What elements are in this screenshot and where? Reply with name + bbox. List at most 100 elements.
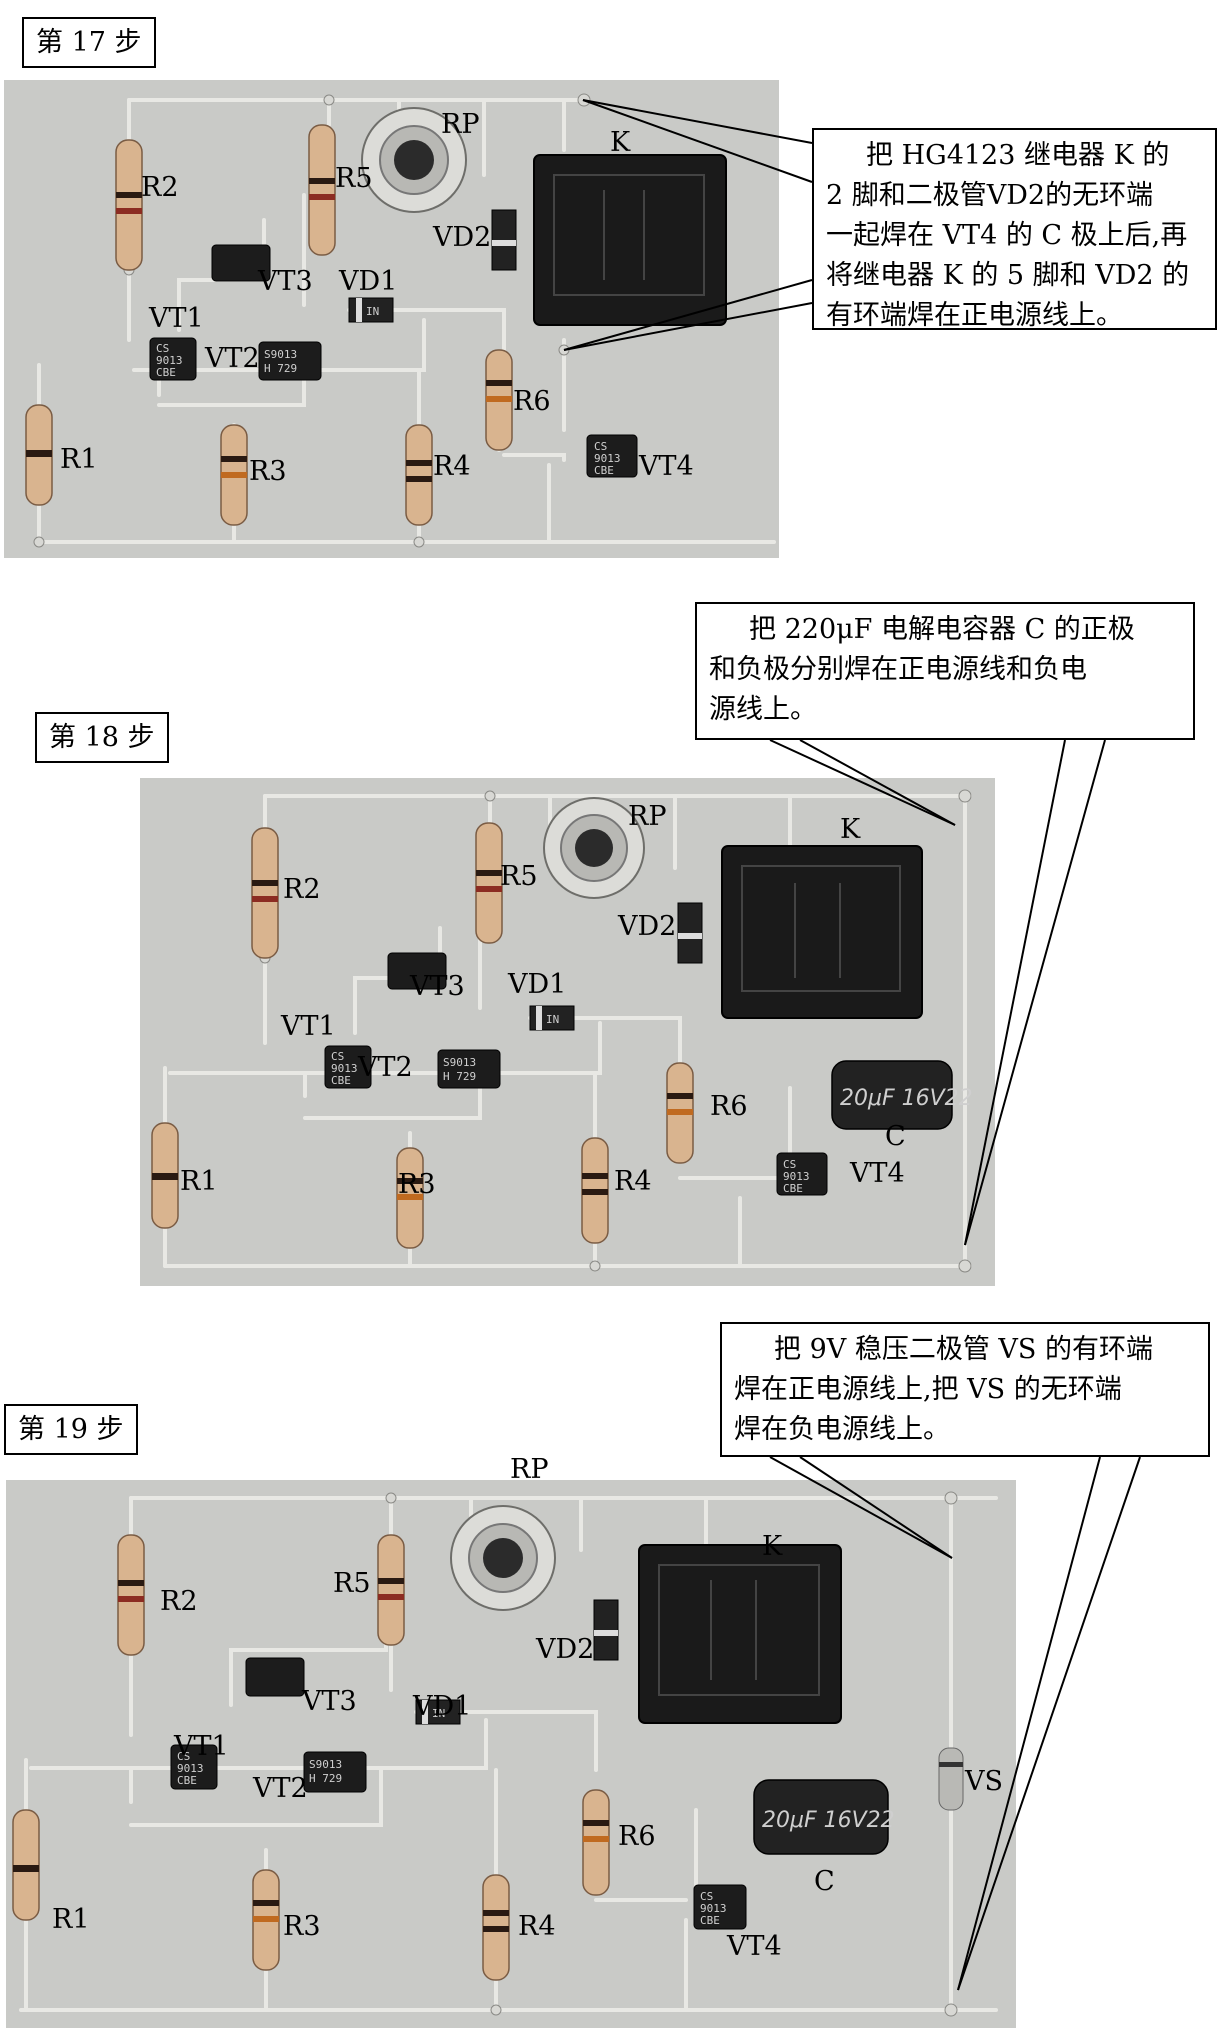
- svg-text:VD2: VD2: [535, 1634, 594, 1665]
- transistor-vt3: [211, 244, 271, 282]
- svg-text:R2: R2: [283, 874, 321, 905]
- solder-joint: [490, 2004, 502, 2016]
- resistor-r2: [115, 139, 143, 271]
- step-19-circuit: IN CS 9013 CBE S9013 H 729 CS 9013: [12, 1491, 998, 2017]
- svg-text:R4: R4: [433, 451, 471, 482]
- leader-line: [964, 739, 1106, 1246]
- svg-text:VT1: VT1: [148, 303, 204, 334]
- transistor-vt2: S9013 H 729: [303, 1751, 367, 1793]
- svg-text:VT4: VT4: [849, 1158, 905, 1189]
- svg-text:CBE: CBE: [156, 366, 176, 379]
- svg-text:C: C: [814, 1866, 835, 1897]
- resistor-r2: [251, 827, 279, 959]
- svg-text:20μF 16V22: 20μF 16V22: [840, 1086, 973, 1111]
- zener-diode-vs: [938, 1747, 964, 1811]
- relay-k: [638, 1544, 842, 1724]
- leader-line: [799, 739, 956, 826]
- step-17-circuit: IN CS 9013 CBE S9013 H 729: [25, 93, 776, 548]
- diode-vd2: [593, 1599, 619, 1661]
- svg-text:R5: R5: [335, 163, 373, 194]
- step-17-label: 第 17 步: [22, 17, 156, 68]
- svg-text:VD2: VD2: [617, 911, 676, 942]
- svg-text:R4: R4: [614, 1166, 652, 1197]
- svg-text:VT2: VT2: [252, 1773, 308, 1804]
- step-18-circuit: IN CS 9013 CBE S9013 H 729 CS 9013: [151, 789, 973, 1273]
- resistor-r5: [377, 1534, 405, 1646]
- step-17-labels: RP K R2 R5 VD2 VT3 VD1 VT1 VT2 R6 R1 R3 …: [60, 99, 813, 487]
- step-18-labels: RP K R2 R5 VD2 VT3 VD1 VT1 VT2 R6 C R1 R…: [180, 739, 1106, 1246]
- electrolytic-capacitor-c: 20μF 16V22: [753, 1779, 895, 1855]
- resistor-r4: [581, 1137, 609, 1244]
- step-19-label: 第 19 步: [4, 1404, 138, 1455]
- svg-text:RP: RP: [441, 109, 480, 140]
- leader-line: [957, 1456, 1101, 1991]
- solder-joint: [958, 789, 972, 803]
- transistor-vt1: CS 9013 CBE: [324, 1045, 372, 1089]
- electrolytic-capacitor-c: 20μF 16V22: [831, 1060, 973, 1130]
- svg-text:9013: 9013: [700, 1902, 727, 1915]
- step-18-callout: 把 220μF 电解电容器 C 的正极 和负极分别焊在正电源线和负电 源线上。: [695, 602, 1195, 740]
- leader-line: [582, 99, 813, 183]
- leader-line: [799, 1456, 953, 1559]
- svg-text:CBE: CBE: [331, 1074, 351, 1087]
- solder-joint: [589, 1260, 601, 1272]
- leader-line: [769, 739, 956, 826]
- svg-text:CBE: CBE: [177, 1774, 197, 1787]
- resistor-r3: [396, 1147, 424, 1249]
- svg-text:VD1: VD1: [507, 969, 566, 1000]
- diode-vd1: IN: [348, 297, 394, 323]
- svg-text:S9013: S9013: [264, 348, 297, 361]
- diode-vd2: [677, 902, 703, 964]
- svg-text:R1: R1: [52, 1904, 90, 1935]
- resistor-r1: [12, 1809, 40, 1921]
- svg-text:9013: 9013: [594, 452, 621, 465]
- svg-text:R4: R4: [518, 1911, 556, 1942]
- diode-vd2: [491, 209, 517, 271]
- resistor-r4: [482, 1874, 510, 1981]
- resistor-r4: [405, 424, 433, 526]
- svg-text:R6: R6: [618, 1821, 656, 1852]
- step-19-photo: IN CS 9013 CBE S9013 H 729 CS 9013: [6, 1480, 1016, 2028]
- resistor-r6: [582, 1789, 610, 1896]
- leader-line: [563, 302, 813, 351]
- resistor-r3: [252, 1869, 280, 1971]
- svg-text:IN: IN: [432, 1707, 445, 1720]
- solder-joint: [323, 94, 335, 106]
- step-18-label: 第 18 步: [35, 712, 169, 763]
- svg-text:S9013: S9013: [309, 1758, 342, 1771]
- svg-text:9013: 9013: [783, 1170, 810, 1183]
- transistor-vt3: [387, 952, 447, 990]
- potentiometer-rp: [361, 107, 467, 213]
- svg-text:K: K: [840, 814, 861, 845]
- resistor-r6: [485, 349, 513, 451]
- svg-text:VT3: VT3: [301, 1686, 357, 1717]
- svg-text:R5: R5: [333, 1568, 371, 1599]
- potentiometer-rp: [543, 797, 645, 899]
- svg-text:R1: R1: [180, 1166, 218, 1197]
- svg-text:K: K: [610, 127, 631, 158]
- diode-vd1: IN: [529, 1005, 575, 1031]
- svg-text:CS: CS: [156, 342, 169, 355]
- leader-line: [964, 739, 1066, 1246]
- svg-text:IN: IN: [366, 305, 379, 318]
- transistor-vt1: CS 9013 CBE: [149, 337, 197, 381]
- svg-text:VD1: VD1: [338, 266, 397, 297]
- svg-text:VT4: VT4: [638, 451, 694, 482]
- svg-text:VT3: VT3: [257, 266, 313, 297]
- transistor-vt3: [245, 1657, 305, 1697]
- svg-text:R1: R1: [60, 444, 98, 475]
- svg-text:R3: R3: [283, 1911, 321, 1942]
- transistor-vt2: S9013 H 729: [437, 1049, 501, 1089]
- svg-text:CBE: CBE: [783, 1182, 803, 1195]
- svg-text:VT1: VT1: [280, 1011, 336, 1042]
- svg-text:RP: RP: [510, 1454, 549, 1485]
- svg-text:VD2: VD2: [432, 222, 491, 253]
- svg-text:IN: IN: [546, 1013, 559, 1026]
- step-17-callout: 把 HG4123 继电器 K 的 2 脚和二极管VD2的无环端 一起焊在 VT4…: [812, 128, 1217, 331]
- potentiometer-rp: [450, 1505, 556, 1611]
- svg-text:RP: RP: [628, 801, 667, 832]
- step-17-photo: IN CS 9013 CBE S9013 H 729: [4, 80, 779, 558]
- leader-line: [563, 279, 813, 351]
- svg-text:20μF 16V22: 20μF 16V22: [762, 1808, 895, 1833]
